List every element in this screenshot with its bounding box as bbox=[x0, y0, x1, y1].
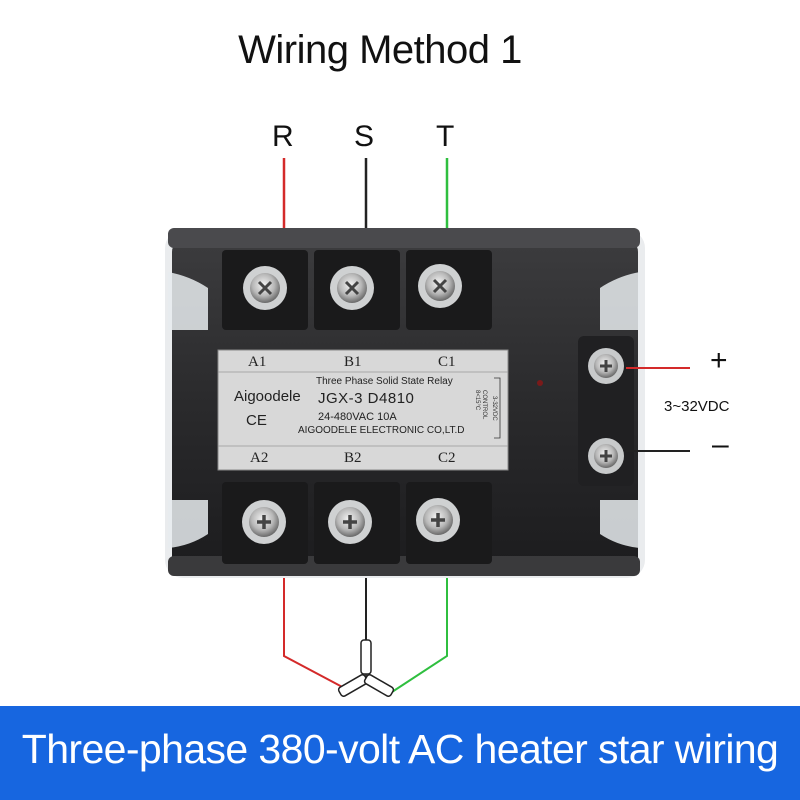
terminal-label-b1: B1 bbox=[344, 354, 362, 370]
phase-label-t: T bbox=[436, 120, 455, 153]
terminal-screw-c1 bbox=[418, 264, 462, 308]
terminal-screw-b1 bbox=[330, 266, 374, 310]
ce-mark: CE bbox=[246, 412, 267, 429]
wire-r-output bbox=[283, 578, 349, 691]
phase-label-s: S bbox=[354, 120, 375, 153]
caption-text: Three-phase 380-volt AC heater star wiri… bbox=[21, 726, 779, 772]
control-side-text-3: 3-32VDC bbox=[491, 396, 497, 421]
terminal-screw-a1 bbox=[243, 266, 287, 310]
caption-banner: Three-phase 380-volt AC heater star wiri… bbox=[0, 706, 800, 800]
terminal-screw-c2 bbox=[416, 498, 460, 542]
star-heater bbox=[337, 639, 395, 697]
page-title: Wiring Method 1 bbox=[238, 28, 522, 72]
control-screw-minus bbox=[588, 438, 624, 474]
control-side-text-2: CONTROL bbox=[481, 390, 487, 420]
terminal-screw-a2 bbox=[242, 500, 286, 544]
terminal-screw-b2 bbox=[328, 500, 372, 544]
plate-title: Three Phase Solid State Relay bbox=[316, 376, 453, 387]
terminal-label-b2: B2 bbox=[344, 450, 362, 466]
phase-label-r: R bbox=[272, 120, 294, 153]
company-name: AIGOODELE ELECTRONIC CO,LT.D bbox=[298, 425, 465, 436]
wire-t-output bbox=[391, 578, 448, 693]
control-screw-plus bbox=[588, 348, 624, 384]
control-side-text-1: 8<15°C bbox=[474, 390, 480, 411]
control-plus-label: + bbox=[710, 344, 728, 377]
terminal-label-a1: A1 bbox=[248, 354, 267, 370]
terminal-label-a2: A2 bbox=[250, 450, 269, 466]
control-minus-label: – bbox=[712, 428, 729, 461]
label-plate bbox=[217, 349, 509, 471]
brand-name: Aigoodele bbox=[234, 388, 301, 405]
control-voltage-label: 3~32VDC bbox=[664, 398, 730, 415]
model-number: JGX-3 D4810 bbox=[318, 390, 415, 407]
terminal-label-c1: C1 bbox=[438, 354, 456, 370]
rating: 24-480VAC 10A bbox=[318, 411, 397, 423]
terminal-label-c2: C2 bbox=[438, 450, 456, 466]
wiring-diagram bbox=[165, 158, 690, 697]
